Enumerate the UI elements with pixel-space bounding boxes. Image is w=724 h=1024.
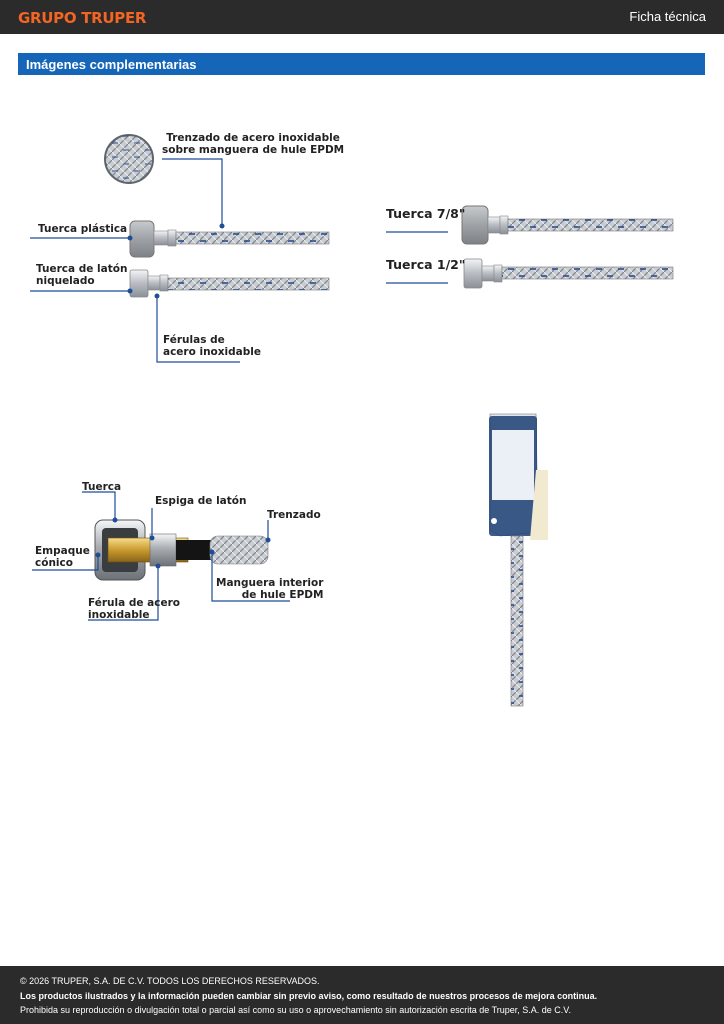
callout-plastic-nut: Tuerca plástica: [38, 223, 128, 235]
footer-prohibition: Prohibida su reproducción o divulgación …: [20, 1005, 571, 1015]
cross-section-diagram: [32, 491, 290, 621]
callout-brass-spigot: Espiga de latón: [155, 495, 247, 507]
callout-conical-gasket: Empaque cónico: [35, 545, 90, 569]
callout-braid: Trenzado de acero inoxidable sobre mangu…: [162, 132, 345, 156]
callout-nut-78: Tuerca 7/8": [386, 206, 466, 221]
callout-ferrules: Férulas de acero inoxidable: [163, 334, 261, 358]
package-card: [489, 413, 548, 540]
braid-closeup: [104, 134, 154, 184]
footer-notice: Los productos ilustrados y la informació…: [20, 991, 598, 1001]
footer-copyright: © 2026 TRUPER, S.A. DE C.V. TODOS LOS DE…: [20, 976, 320, 986]
callout-inner-hose: Manguera interior de hule EPDM: [216, 577, 324, 601]
nut-sizes-diagram: [386, 205, 674, 289]
packaged-product-image: [489, 413, 548, 707]
brand-logo: GRUPO TRUPER: [18, 9, 147, 27]
section-title: Imágenes complementarias: [26, 57, 197, 72]
callout-nut: Tuerca: [82, 481, 122, 493]
callout-brass-nut: Tuerca de latón niquelado: [36, 263, 128, 287]
callout-braid-section: Trenzado: [267, 509, 321, 521]
cross-section-part: [94, 519, 269, 581]
footer: © 2026 TRUPER, S.A. DE C.V. TODOS LOS DE…: [0, 966, 724, 1024]
section-header: Imágenes complementarias: [18, 53, 705, 75]
top-bar: GRUPO TRUPER Ficha técnica: [0, 0, 724, 34]
hose-parts-diagram: [30, 134, 330, 363]
callout-ferrule: Férula de acero inoxidable: [88, 597, 180, 621]
hose-nut-78: [386, 205, 674, 245]
callout-nut-12: Tuerca 1/2": [386, 257, 466, 272]
packaged-hose: [510, 535, 524, 707]
hose-nut-12: [386, 258, 674, 289]
hose-brass-nut: [129, 269, 330, 298]
document-type: Ficha técnica: [629, 9, 706, 24]
hose-plastic-nut: [129, 220, 330, 258]
